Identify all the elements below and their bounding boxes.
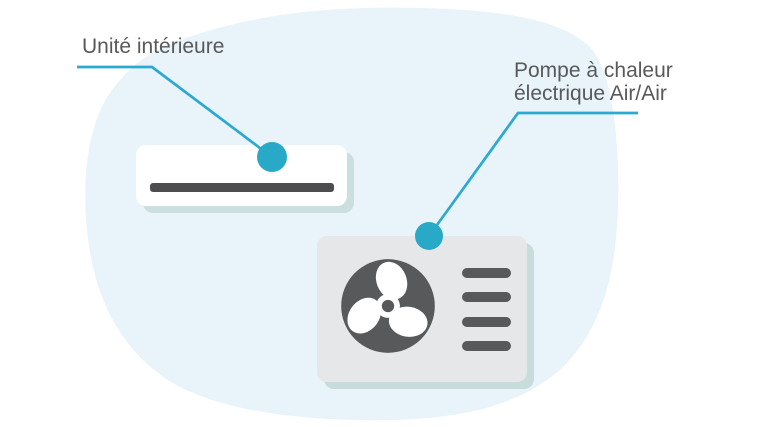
grille-bar bbox=[462, 292, 511, 302]
outdoor-leader-line bbox=[427, 111, 638, 237]
fan-blade bbox=[375, 261, 408, 300]
vent-bar-icon bbox=[150, 183, 334, 192]
outdoor-unit-label-line1: Pompe à chaleur bbox=[514, 59, 673, 82]
fan-icon bbox=[341, 259, 435, 353]
grille-bar bbox=[462, 268, 511, 278]
outdoor-unit-label-line2: électrique Air/Air bbox=[514, 82, 667, 105]
indoor-unit bbox=[136, 145, 347, 206]
connector-dot-icon bbox=[257, 142, 287, 172]
indoor-unit-label: Unité intérieure bbox=[82, 35, 225, 58]
fan-blade bbox=[347, 297, 382, 334]
outdoor-unit-label: Pompe à chaleur électrique Air/Air bbox=[514, 59, 673, 105]
grille-bars-icon bbox=[462, 268, 511, 352]
outdoor-unit bbox=[317, 236, 527, 382]
connector-dot-icon bbox=[415, 222, 443, 250]
fan-blade bbox=[388, 306, 428, 337]
grille-bar bbox=[462, 341, 511, 351]
grille-bar bbox=[462, 317, 511, 327]
indoor-leader-line bbox=[77, 65, 273, 159]
fan-hub bbox=[381, 299, 395, 313]
